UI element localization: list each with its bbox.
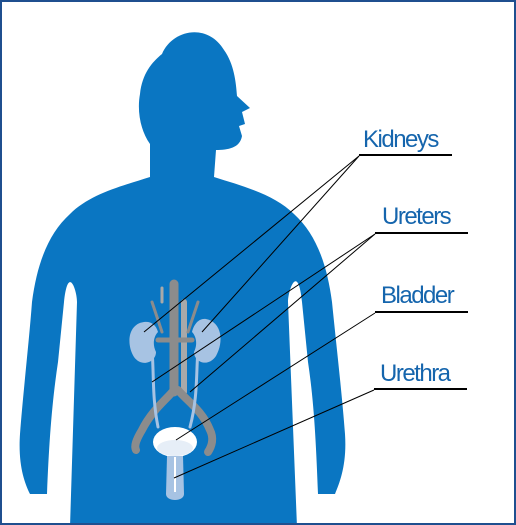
label-ureters-underline (375, 232, 468, 234)
bladder-shadow (157, 440, 193, 456)
label-urethra-underline (374, 388, 467, 390)
label-kidneys-underline (359, 154, 452, 156)
label-bladder-underline (375, 311, 468, 313)
label-kidneys: Kidneys (363, 128, 438, 152)
label-bladder: Bladder (381, 284, 453, 308)
label-ureters: Ureters (382, 205, 450, 229)
label-urethra: Urethra (380, 362, 450, 386)
